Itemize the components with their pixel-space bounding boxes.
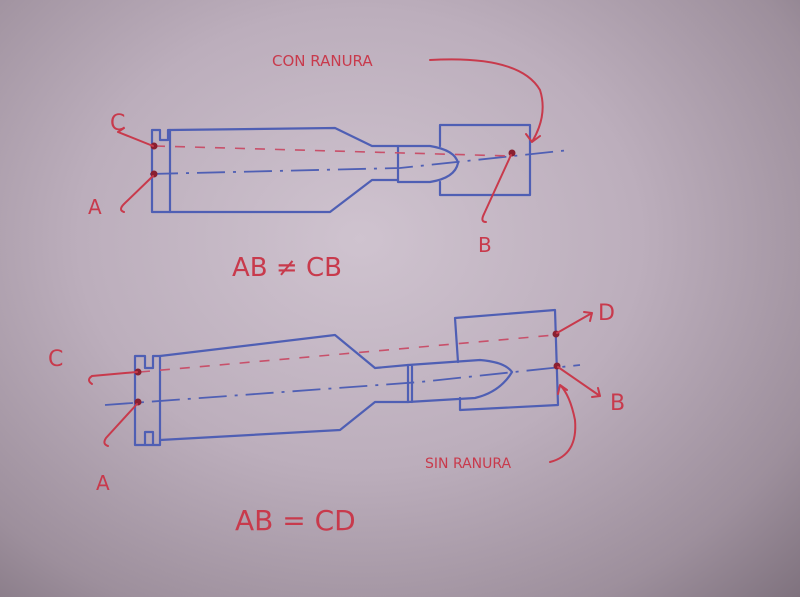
top-leader-b — [481, 154, 512, 223]
top-label-c: C — [110, 111, 125, 136]
bottom-label-a: A — [96, 471, 110, 495]
bottom-part-drawing: SIN RANURA C A D B AB = CD — [48, 301, 625, 537]
bottom-leader-b — [557, 366, 601, 398]
top-body — [168, 126, 400, 214]
top-reference-line — [154, 145, 511, 157]
bottom-leader-d — [556, 311, 593, 334]
bottom-equation: AB = CD — [235, 504, 356, 537]
top-leader-c — [117, 127, 154, 147]
bottom-label-b: B — [610, 391, 625, 416]
top-right-block — [438, 123, 532, 197]
bottom-callout-label: SIN RANURA — [425, 456, 512, 472]
bottom-body — [158, 333, 410, 442]
bottom-reference-line — [139, 334, 556, 373]
bottom-callout-leader — [549, 384, 577, 463]
bottom-centerline — [104, 364, 581, 406]
bottom-left-flange — [133, 354, 162, 447]
top-label-a: A — [88, 195, 102, 219]
bottom-right-block — [453, 308, 560, 412]
top-leader-a — [120, 175, 154, 213]
top-bullet — [396, 144, 460, 184]
top-callout-label: CON RANURA — [272, 52, 373, 70]
top-part-drawing: CON RANURA C A B AB ≠ CB — [88, 52, 571, 283]
bottom-label-d: D — [598, 301, 615, 326]
bottom-leader-a — [103, 403, 138, 447]
bottom-bullet — [406, 358, 514, 404]
bottom-label-c: C — [48, 347, 63, 372]
top-point-b — [508, 149, 516, 157]
top-centerline — [149, 149, 571, 175]
top-callout-leader — [429, 58, 544, 143]
top-left-flange — [150, 128, 172, 214]
top-label-b: B — [478, 233, 492, 257]
top-equation: AB ≠ CB — [232, 253, 342, 283]
bottom-leader-c — [88, 371, 138, 385]
